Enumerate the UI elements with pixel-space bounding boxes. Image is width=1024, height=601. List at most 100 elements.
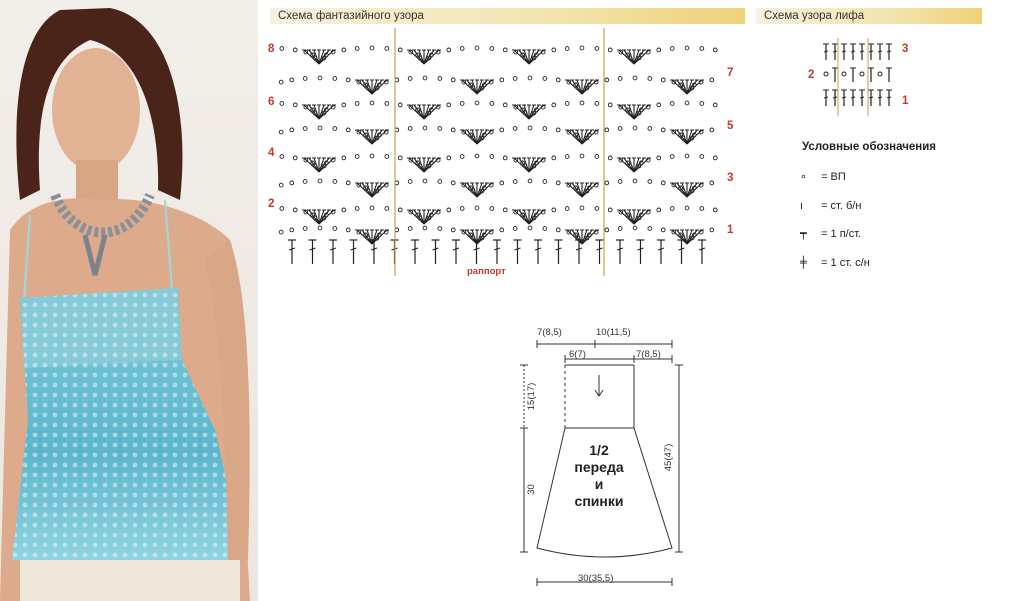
chain-stitch-symbol [292,207,298,213]
fan-stitch-symbol [671,182,688,198]
fan-stitch-symbol [313,49,320,65]
chain-stitch-symbol [533,160,539,166]
chain-stitch-symbol [384,154,390,159]
chain-stitch-symbol [489,46,495,51]
chain-stitch-symbol [647,179,653,184]
row-number: 3 [727,172,734,184]
chain-stitch-symbol [709,77,715,83]
model-photo [0,0,258,601]
chain-stitch-symbol [374,188,380,194]
fan-stitch-symbol [581,182,588,198]
chain-stitch-symbol [669,206,675,211]
stitch-symbol [329,239,337,264]
chain-stitch-symbol [397,102,403,108]
fan-stitch-symbol [681,79,688,95]
chain-stitch-symbol [564,101,570,106]
row-number: 5 [727,120,734,132]
chain-stitch-symbol [540,49,546,55]
fan-stitch-symbol [408,49,425,65]
chain-stitch-symbol [660,180,666,186]
chain-stitch-symbol [474,153,480,159]
chain-stitch-symbol [512,179,518,184]
chain-stitch-symbol [712,155,718,161]
chain-stitch-symbol [468,82,474,88]
fan-stitch-symbol [528,49,535,65]
piece-label: 1/2 переда и спинки [562,442,636,510]
fan-stitch-symbol [413,104,425,120]
stitch-symbol [698,239,706,264]
chain-stitch-symbol [656,155,662,161]
chain-stitch-symbol [698,79,704,85]
row-number: 7 [727,67,734,79]
legend-title: Условные обозначения [802,141,937,153]
dim-top-left: 7(8,5) [537,327,562,338]
chain-stitch-symbol [579,153,585,159]
fan-stitch-symbol [523,209,530,225]
chain-stitch-symbol [656,207,662,213]
chain-stitch-symbol [638,212,644,218]
chain-stitch-symbol [555,77,561,83]
chain-stitch-symbol [617,76,623,81]
fan-stitch-symbol [633,209,645,225]
fan-stitch-symbol [513,209,530,225]
fan-stitch-symbol [471,79,478,95]
fan-stitch-symbol [523,49,530,65]
fan-stitch-symbol [466,229,478,245]
chain-stitch-symbol [446,207,452,213]
dim-bodice-height: 15(17) [526,382,538,411]
chain-stitch-symbol [317,125,323,131]
chain-stitch-symbol [407,76,413,81]
fan-stitch-symbol [466,79,478,95]
chain-stitch-symbol [632,225,638,231]
chain-stitch-symbol [488,129,494,135]
chain-stitch-symbol [555,227,561,233]
chain-stitch-symbol [363,82,369,88]
fan-stitch-symbol [566,79,583,95]
fan-stitch-symbol [418,49,425,65]
fan-stitch-symbol [686,79,693,95]
chain-stitch-symbol [341,207,347,213]
chain-stitch-symbol [502,47,508,53]
fan-stitch-symbol [681,229,688,245]
chain-stitch-symbol [551,47,557,53]
fan-stitch-symbol [371,229,378,245]
chain-stitch-symbol [474,205,480,211]
chain-stitch-symbol [384,46,390,51]
row-number: 2 [268,198,275,210]
fan-stitch-symbol [571,79,583,95]
chain-stitch-symbol [625,107,631,113]
chain-stitch-symbol [369,100,375,106]
chain-stitch-symbol [435,104,441,110]
fan-stitch-symbol [318,157,330,173]
fan-stitch-symbol [633,104,640,120]
fan-stitch-symbol [628,157,635,173]
row-number: 1 [902,95,909,107]
chain-stitch-symbol [586,232,592,238]
chain-stitch-symbol [437,226,443,231]
chain-stitch-symbol [302,179,308,184]
fan-stitch-symbol [318,49,325,65]
chain-stitch-symbol [422,225,428,231]
chain-stitch-symbol [645,104,651,110]
chain-stitch-symbol [488,182,494,188]
chain-stitch-symbol [376,185,382,191]
fan-stitch-symbol [423,157,435,173]
chain-stitch-symbol [533,52,539,58]
chain-stitch-symbol [699,46,705,51]
chain-stitch-symbol [278,129,284,135]
stitch-symbol [534,239,542,264]
chain-stitch-symbol [593,182,599,188]
fan-stitch-symbol [308,209,320,225]
chain-stitch-symbol [586,132,592,138]
fan-stitch-symbol [686,79,698,95]
stitch-symbol [493,239,501,264]
fancy-pattern-title: Схема фантазийного узора [270,8,745,24]
chain-stitch-symbol [604,77,610,83]
fan-stitch-symbol [476,129,483,145]
garment-schematic [520,340,683,586]
chain-stitch-symbol [573,132,579,138]
chain-stitch-symbol [384,206,390,211]
stitch-symbol [616,239,624,264]
chain-stitch-symbol [415,52,421,58]
chain-stitch-symbol [397,155,403,161]
